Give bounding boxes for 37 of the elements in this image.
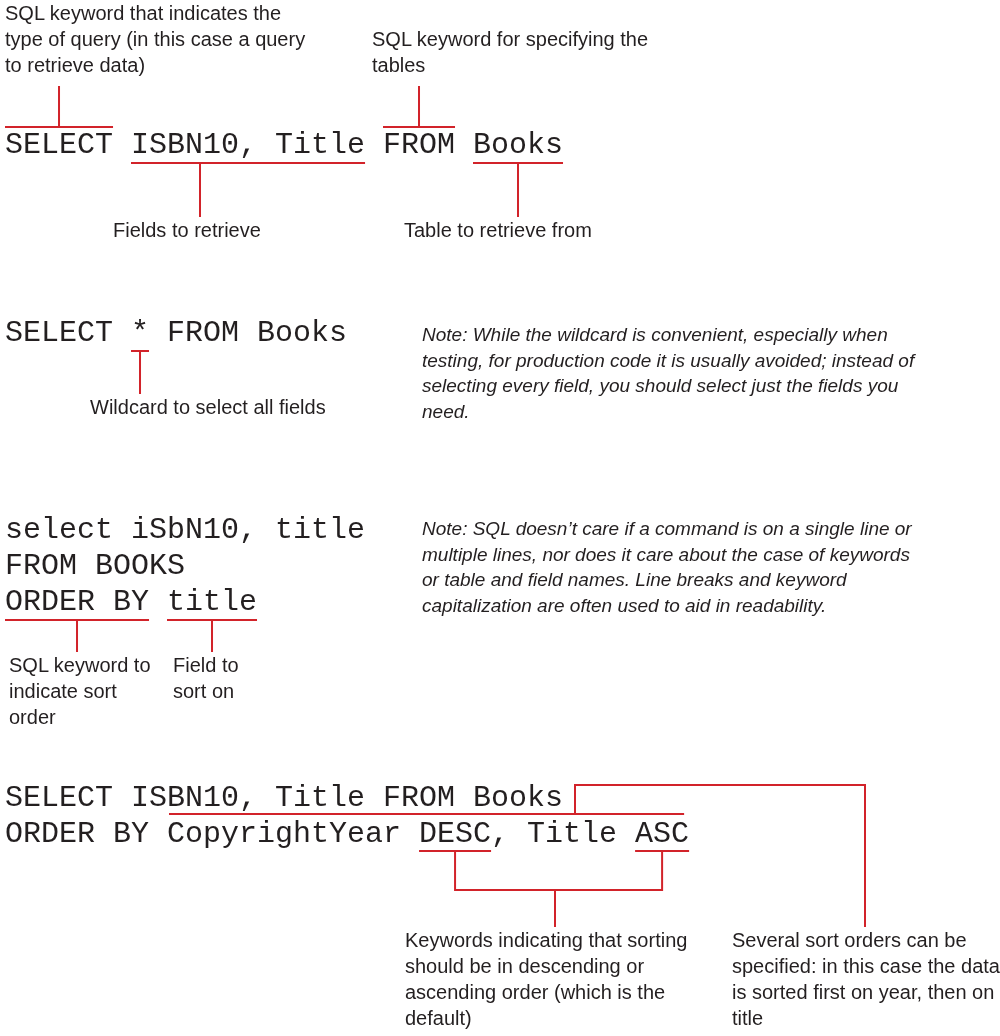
code-text: Books — [473, 127, 563, 163]
annotation-text: SQL keyword to indicate sort order — [9, 652, 154, 730]
code-text: SELECT — [5, 315, 114, 351]
code-text: SELECT — [5, 127, 114, 163]
annotation-text: Several sort orders can be specified: in this case the data is sorted first on year, then on title — [732, 927, 1000, 1031]
code-text: ORDER BY — [5, 584, 150, 620]
annotation-text: SQL keyword for specifying the tables — [372, 26, 662, 78]
annotation-text: Keywords indicating that sorting should be in descending or ascending order (which is the default) — [405, 927, 697, 1031]
code-text: SELECT ISBN10, Title FROM Books — [5, 780, 564, 816]
code-text: ORDER BY — [5, 816, 150, 852]
leader-line — [166, 619, 258, 653]
code-text: FROM Books — [167, 315, 348, 351]
annotation-text: Field to sort on — [173, 652, 263, 704]
leader-line — [130, 350, 150, 395]
annotation-text: SQL keyword that indicates the type of query (in this case a query to retrieve data) — [5, 0, 315, 78]
code-text: title — [167, 584, 257, 620]
annotation-text: Fields to retrieve — [113, 217, 261, 243]
leader-line — [472, 162, 564, 218]
leader-line — [130, 162, 367, 218]
leader-line — [554, 850, 691, 928]
code-text: FROM BOOKS — [5, 548, 186, 584]
code-text: select iSbN10, title — [5, 512, 366, 548]
leader-line — [4, 85, 115, 128]
annotation-text: Table to retrieve from — [404, 217, 592, 243]
code-text: FROM — [383, 127, 455, 163]
leader-line — [168, 784, 866, 928]
code-text: * — [131, 315, 149, 351]
code-text: ASC — [635, 817, 690, 851]
code-text: DESC — [419, 817, 492, 851]
note-text: Note: While the wildcard is convenient, especially when testing, for production code it is usually avoided; instead of selecting every field, you should select just the fields you need. — [422, 323, 917, 424]
annotation-text: Wildcard to select all fields — [90, 394, 326, 420]
leader-line — [4, 619, 151, 653]
code-text: , Title — [491, 817, 619, 851]
note-text: Note: SQL doesn’t care if a command is on a single line or multiple lines, nor does it care about the case of keywords or table and field names. Line breaks and keyword capitalization are often used to aid in readability. — [422, 517, 913, 618]
code-text: CopyrightYear — [167, 817, 403, 851]
leader-line — [382, 85, 456, 128]
code-text: ISBN10, Title — [131, 127, 366, 163]
